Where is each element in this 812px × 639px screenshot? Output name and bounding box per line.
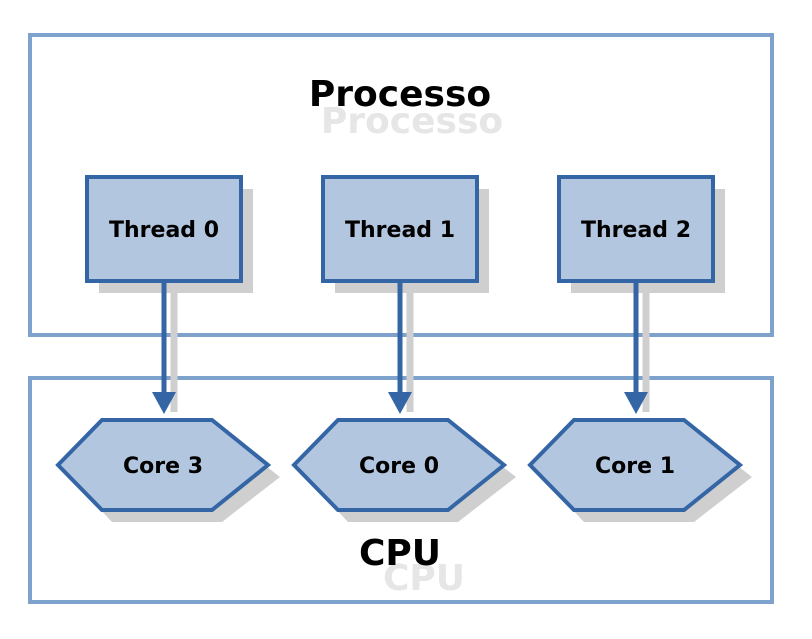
cpu-title-shadow: CPU [383, 558, 465, 599]
arrow-shadows [170, 290, 650, 412]
thread-node-0: Thread 0 [85, 175, 253, 293]
core-node-1: Core 1 [527, 418, 752, 522]
core-label: Core 1 [595, 454, 675, 479]
thread-box [85, 175, 243, 283]
thread-node-1: Thread 1 [321, 175, 489, 293]
core-hexagon [291, 418, 508, 512]
core-hexagon [55, 418, 272, 512]
thread-label: Thread 1 [345, 218, 455, 243]
core-label: Core 3 [123, 454, 203, 479]
process-title-shadow: Processo [321, 101, 503, 142]
core-node-3: Core 3 [55, 418, 280, 522]
thread-label: Thread 0 [109, 218, 219, 243]
arrows [152, 281, 648, 414]
thread-box [557, 175, 715, 283]
thread-node-2: Thread 2 [557, 175, 725, 293]
arrowhead-icon [388, 392, 412, 414]
cpu-title: CPU [359, 533, 441, 574]
arrowhead-icon [152, 392, 176, 414]
thread-label: Thread 2 [581, 218, 691, 243]
process-title: Processo [309, 74, 491, 115]
arrowhead-icon [624, 392, 648, 414]
core-hexagon [527, 418, 744, 512]
core-node-0: Core 0 [291, 418, 516, 522]
thread-box [321, 175, 479, 283]
core-label: Core 0 [359, 454, 439, 479]
